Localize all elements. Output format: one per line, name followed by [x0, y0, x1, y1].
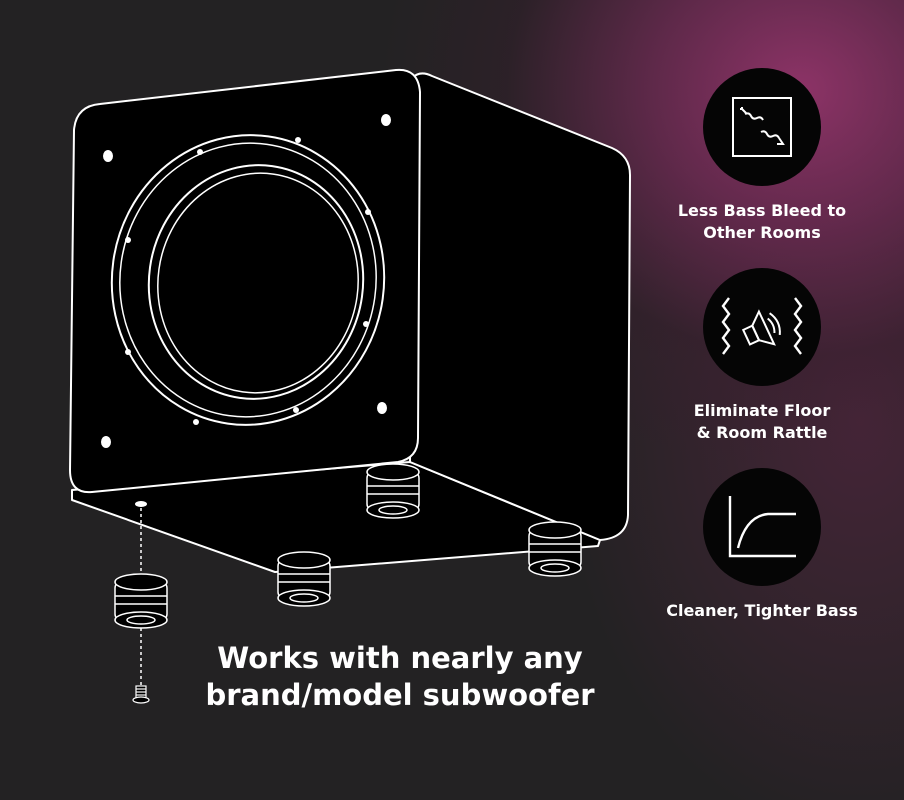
cabinet-front: [69, 68, 421, 494]
feature-badge: [703, 68, 821, 186]
feature-badge: [703, 268, 821, 386]
feature-bass-bleed: Less Bass Bleed to Other Rooms: [642, 68, 882, 244]
driver-bolts: [125, 137, 371, 425]
driver: [110, 134, 386, 426]
curve-graph-icon: [728, 496, 796, 558]
feature-label: Cleaner, Tighter Bass: [666, 601, 858, 620]
feature-label: Less Bass Bleed to Other Rooms: [677, 201, 847, 242]
isolation-feet: [114, 463, 582, 629]
screw-holes: [101, 114, 391, 448]
wave-box-icon: [732, 97, 792, 157]
cabinet-side: [409, 72, 631, 541]
screw: [132, 685, 150, 704]
feature-tighter-bass: Cleaner, Tighter Bass: [642, 468, 882, 622]
feature-badge: [703, 468, 821, 586]
feature-label: Eliminate Floor & Room Rattle: [693, 401, 831, 442]
tagline: Works with nearly any brand/model subwoo…: [205, 641, 595, 712]
rattle-speaker-icon: [721, 297, 803, 355]
feature-rattle: Eliminate Floor & Room Rattle: [642, 268, 882, 444]
